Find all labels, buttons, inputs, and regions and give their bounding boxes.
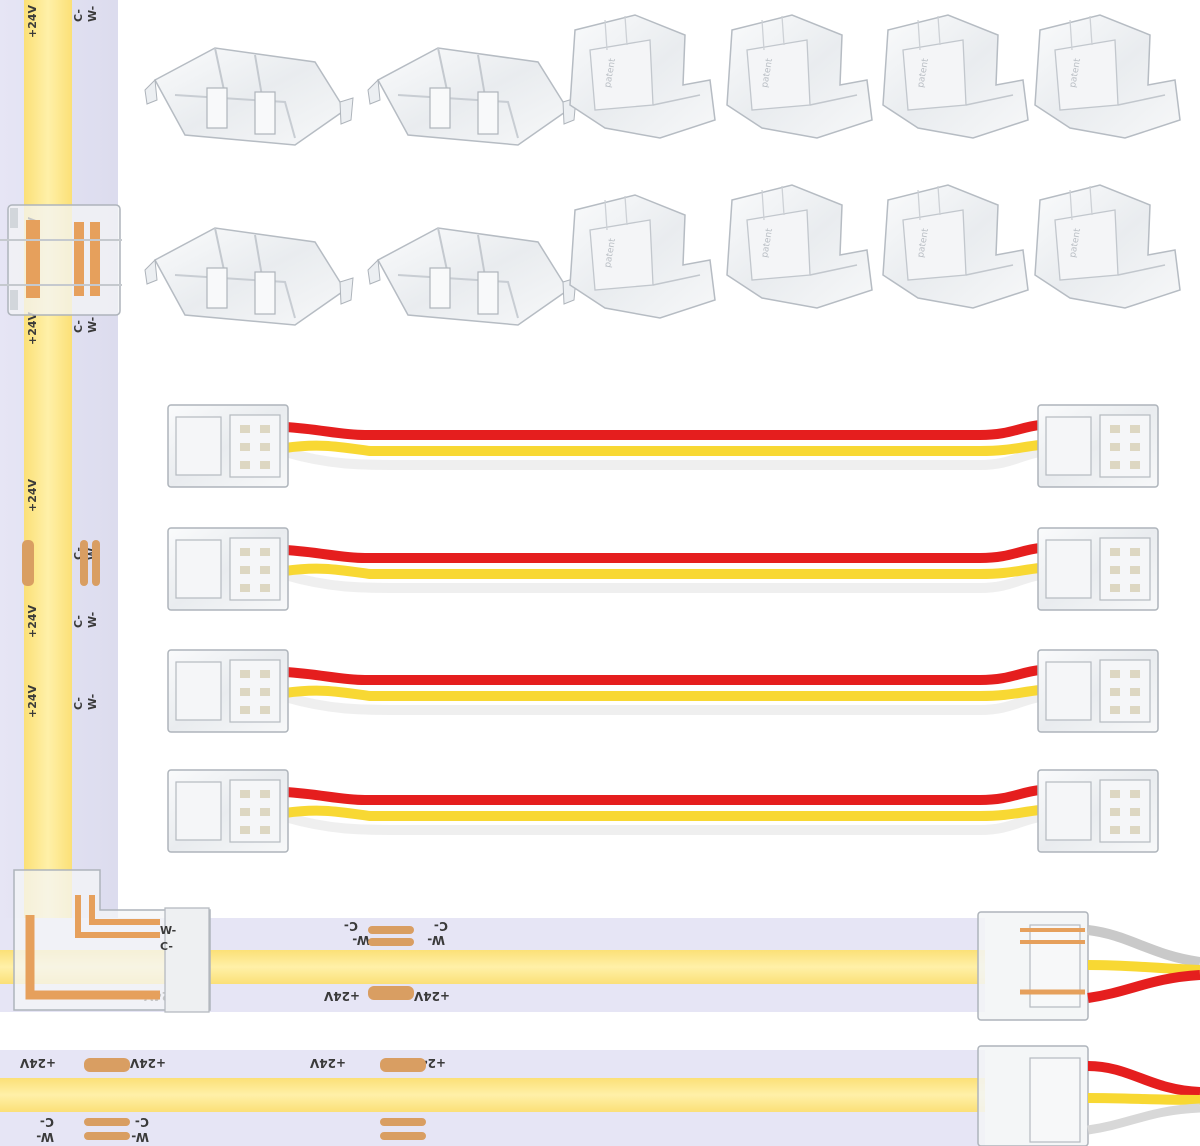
strip-label-positive: +24V — [413, 989, 450, 1003]
cable-connector-head — [167, 769, 289, 853]
jumper-cables — [167, 404, 1159, 853]
copper-pad — [92, 540, 100, 586]
cable-connector-head — [167, 649, 289, 733]
vertical-strip-joint-connector — [0, 204, 122, 316]
strip-label-warm: W- — [427, 933, 445, 947]
strip-label-positive: +24V — [26, 4, 39, 38]
strip-label-cool: C- — [434, 919, 448, 933]
strip-label-positive: +24V — [309, 1056, 346, 1070]
strip-label-cool: C- — [135, 1115, 149, 1129]
strip-label-cool: C- — [72, 9, 85, 22]
l-shaped-connectors — [569, 14, 1181, 319]
jumper-cable — [167, 527, 1159, 611]
straight-connector — [367, 47, 577, 146]
strip-label-positive: +24V — [26, 311, 39, 345]
vertical-cob-strip: +24V C- W- +24V +24V C- W- +24V C- W- +2… — [0, 0, 118, 1012]
cable-connector-head — [1037, 527, 1159, 611]
strip-label-warm: W- — [131, 1130, 149, 1144]
strip-label-cool: C- — [72, 697, 85, 710]
strip-label-cool: C- — [72, 320, 85, 333]
cable-connector-head — [1037, 404, 1159, 488]
straight-connector — [144, 47, 354, 146]
cable-connector-head — [167, 527, 289, 611]
straight-connector — [367, 227, 577, 326]
strip-label-warm: W- — [86, 6, 99, 22]
l-corner-connector: W- C- — [13, 869, 211, 1013]
l-connector — [1034, 14, 1181, 139]
cable-connector-head — [167, 404, 289, 488]
straight-connectors — [144, 47, 577, 326]
horizontal-cob-strip-lower: +24V +24V +24V +24V W- W- C- C- — [0, 1050, 985, 1146]
strip-label-positive: +24V — [26, 478, 39, 512]
strip-to-cable-connector-upper — [977, 911, 1200, 1021]
straight-connector — [144, 227, 354, 326]
strip-label-positive: +24V — [323, 989, 360, 1003]
strip-label-cool: C- — [160, 940, 173, 953]
strip-label-positive: +24V — [26, 684, 39, 718]
strip-label-warm: W- — [352, 933, 370, 947]
strip-label-cool: C- — [72, 615, 85, 628]
strip-to-cable-connector-lower — [977, 1045, 1200, 1146]
strip-label-warm: W- — [86, 317, 99, 333]
l-connector — [569, 194, 716, 319]
l-connector — [569, 14, 716, 139]
strip-label-cool: C- — [344, 919, 358, 933]
l-connector — [882, 14, 1029, 139]
strip-label-positive: +24V — [129, 1056, 166, 1070]
jumper-cable — [167, 404, 1159, 488]
l-connector — [1034, 184, 1181, 309]
strip-label-positive: +24V — [26, 604, 39, 638]
jumper-cable — [167, 769, 1159, 853]
copper-pad — [22, 540, 34, 586]
l-connector — [882, 184, 1029, 309]
jumper-cable — [167, 649, 1159, 733]
strip-label-cool: C- — [40, 1115, 54, 1129]
copper-pad — [80, 540, 88, 586]
cable-connector-head — [1037, 649, 1159, 733]
cable-connector-head — [1037, 769, 1159, 853]
l-connector — [726, 184, 873, 309]
l-connector — [726, 14, 873, 139]
strip-label-warm: W- — [86, 694, 99, 710]
strip-label-warm: W- — [86, 612, 99, 628]
strip-label-warm: W- — [160, 924, 176, 937]
strip-label-warm: W- — [36, 1130, 54, 1144]
strip-label-positive: +24V — [19, 1056, 56, 1070]
